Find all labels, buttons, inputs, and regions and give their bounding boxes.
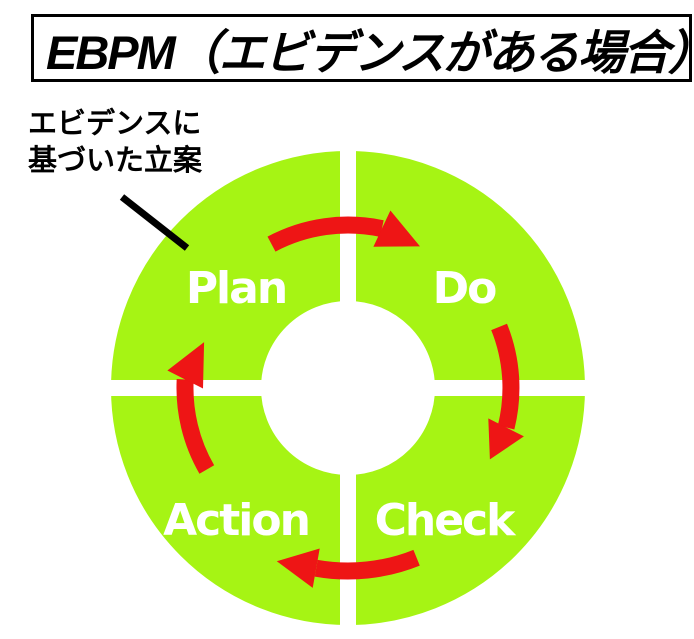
quadrant-label-plan: Plan [186, 263, 286, 314]
arrow-right-head [488, 418, 524, 460]
arrow-bottom-shaft [314, 549, 420, 580]
arrow-top-head [373, 210, 420, 247]
arrow-action-to-plan [167, 342, 215, 474]
arrow-do-to-check [488, 323, 524, 460]
arrow-left-shaft [176, 379, 215, 474]
arrow-top-shaft [267, 216, 384, 252]
annotation-pointer-line [119, 194, 190, 251]
quadrant-label-check: Check [375, 495, 518, 546]
arrow-left-head [167, 342, 205, 389]
quadrant-label-action: Action [163, 495, 309, 546]
arrow-plan-to-do [267, 210, 420, 252]
annotation-line-1: エビデンスに [28, 108, 202, 140]
title-box: EBPM（エビデンスがある場合） [31, 14, 694, 82]
vertical-divider [340, 140, 356, 636]
page-title: EBPM（エビデンスがある場合） [46, 25, 694, 79]
arrow-right-shaft [491, 323, 520, 430]
arrow-bottom-head [276, 548, 320, 588]
arrow-check-to-action [276, 548, 420, 588]
evidence-annotation: エビデンスに 基づいた立案 [28, 106, 202, 180]
quadrant-label-do: Do [433, 263, 497, 314]
annotation-line-2: 基づいた立案 [28, 145, 203, 177]
